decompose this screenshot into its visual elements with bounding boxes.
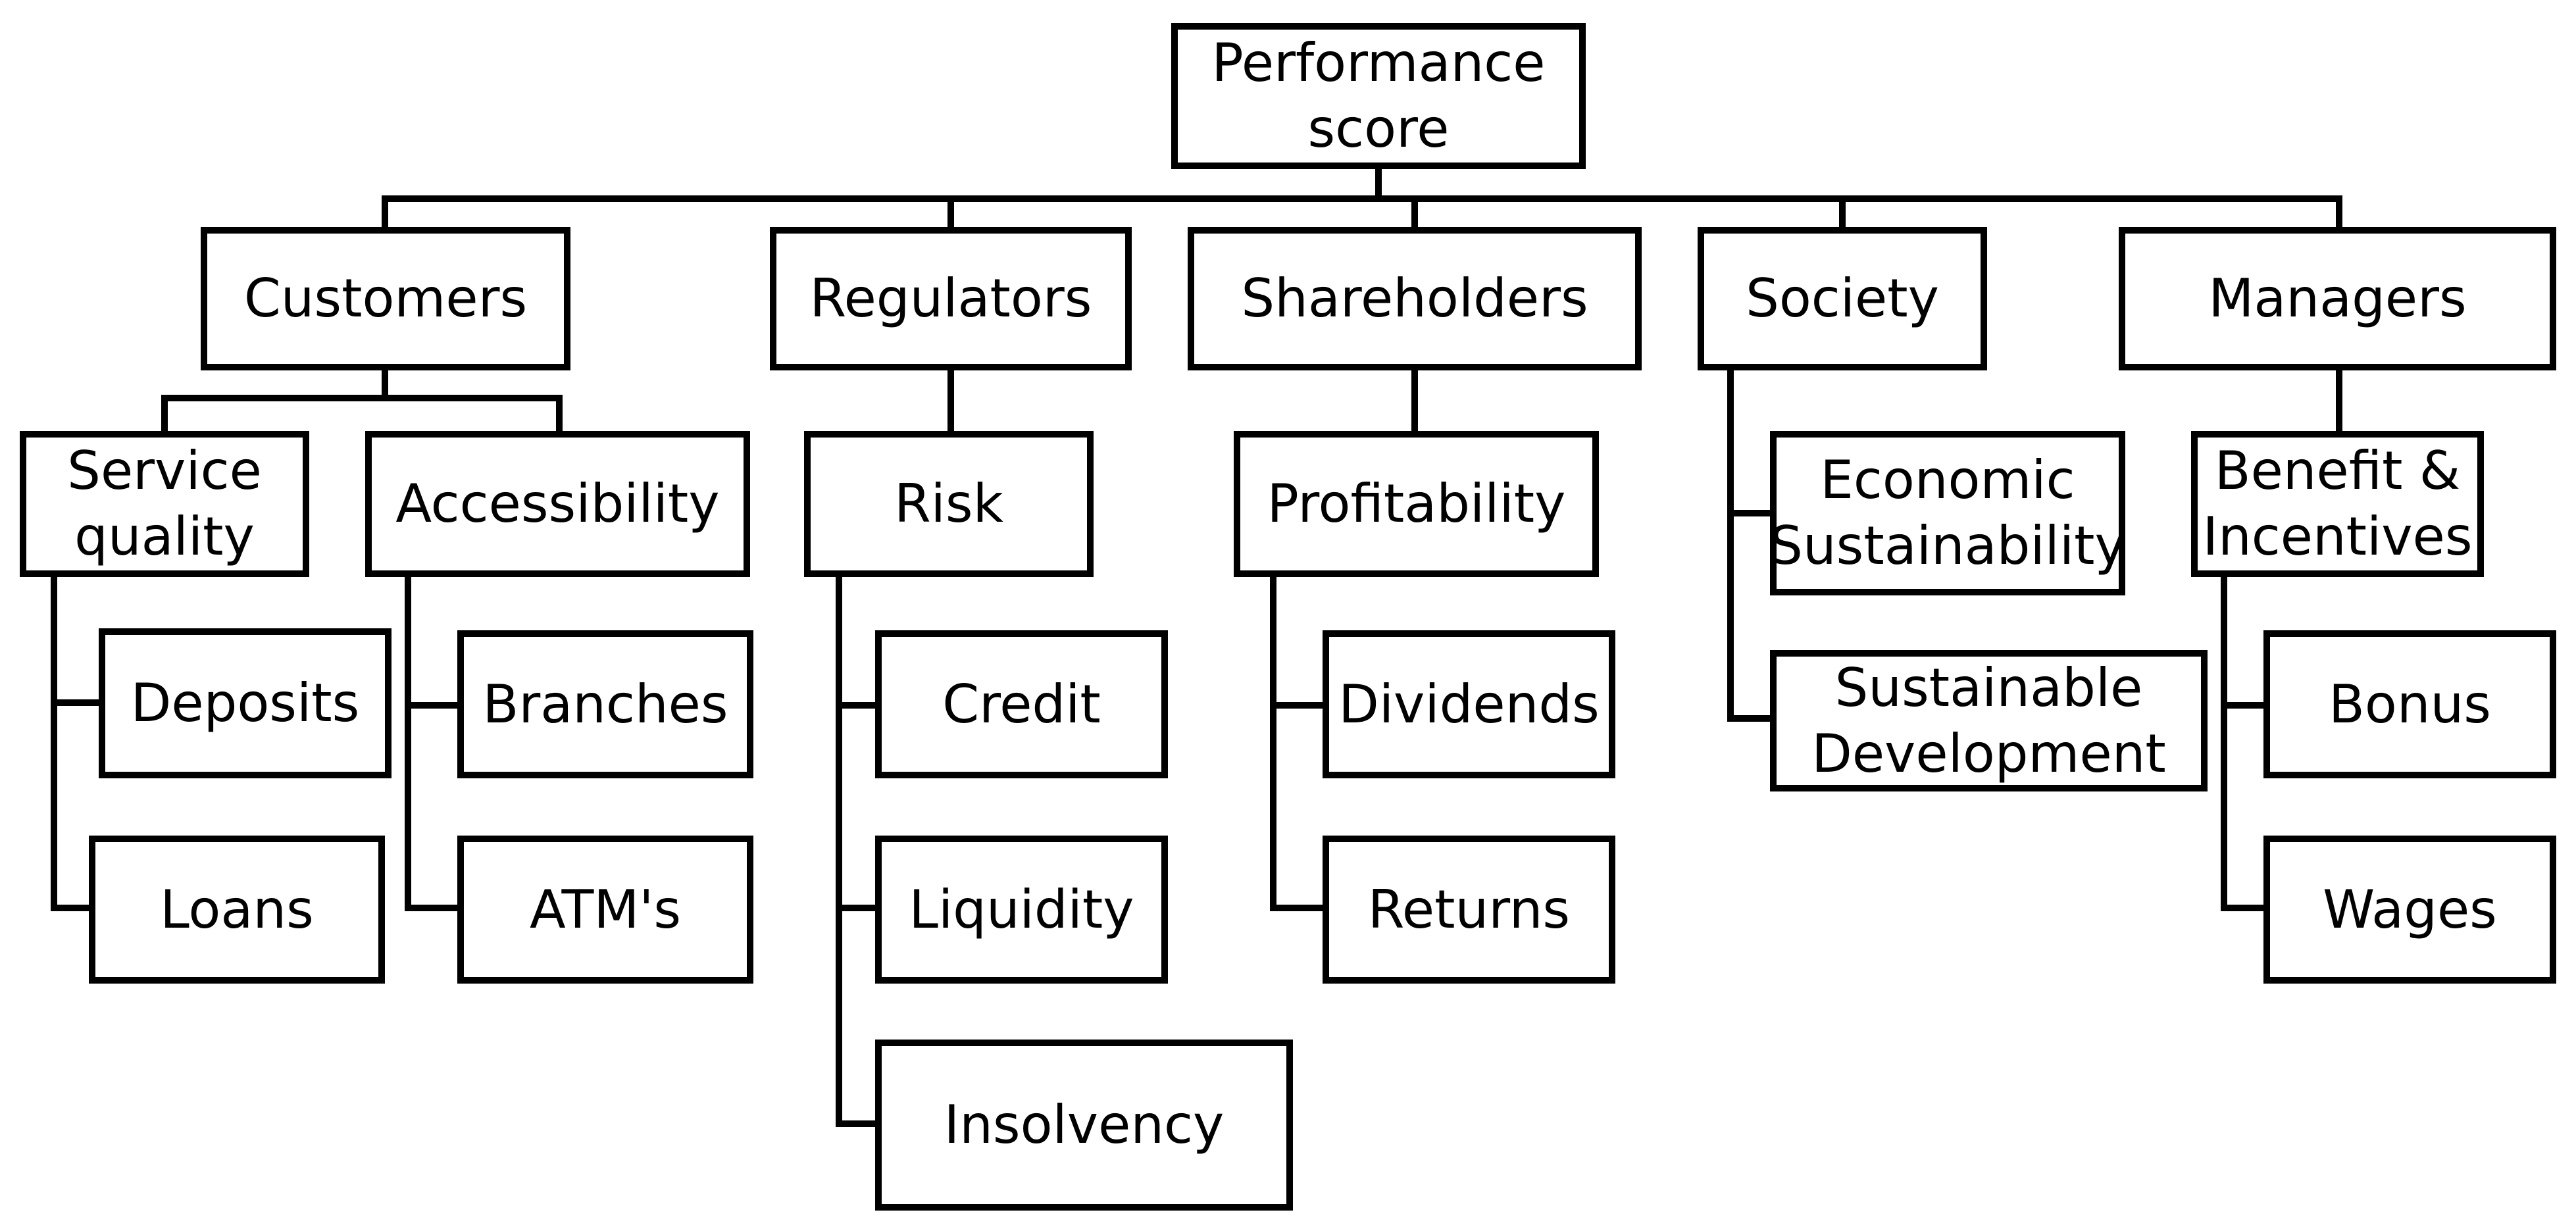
node-benefit-incentives: Benefit & Incentives xyxy=(2191,431,2484,577)
node-sustainable-development: Sustainable Development xyxy=(1770,650,2208,791)
node-accessibility: Accessibility xyxy=(365,431,750,577)
node-shareholders: Shareholders xyxy=(1188,227,1642,370)
node-society: Society xyxy=(1698,227,1987,370)
node-credit: Credit xyxy=(875,630,1168,778)
node-wages: Wages xyxy=(2263,836,2556,984)
node-returns: Returns xyxy=(1323,836,1615,984)
node-managers: Managers xyxy=(2119,227,2556,370)
node-dividends: Dividends xyxy=(1323,630,1615,778)
node-branches: Branches xyxy=(457,630,753,778)
node-economic-sustainability: Economic Sustainability xyxy=(1769,431,2126,595)
node-bonus: Bonus xyxy=(2263,630,2556,778)
node-insolvency: Insolvency xyxy=(875,1040,1293,1211)
node-profitability: Profitability xyxy=(1234,431,1599,577)
node-risk: Risk xyxy=(804,431,1094,577)
node-regulators: Regulators xyxy=(770,227,1132,370)
node-deposits: Deposits xyxy=(99,628,391,778)
node-service-quality: Service quality xyxy=(20,431,309,577)
node-customers: Customers xyxy=(201,227,570,370)
node-atms: ATM's xyxy=(457,836,753,984)
node-loans: Loans xyxy=(89,836,385,984)
root-node: Performance score xyxy=(1171,23,1586,169)
node-liquidity: Liquidity xyxy=(875,836,1168,984)
